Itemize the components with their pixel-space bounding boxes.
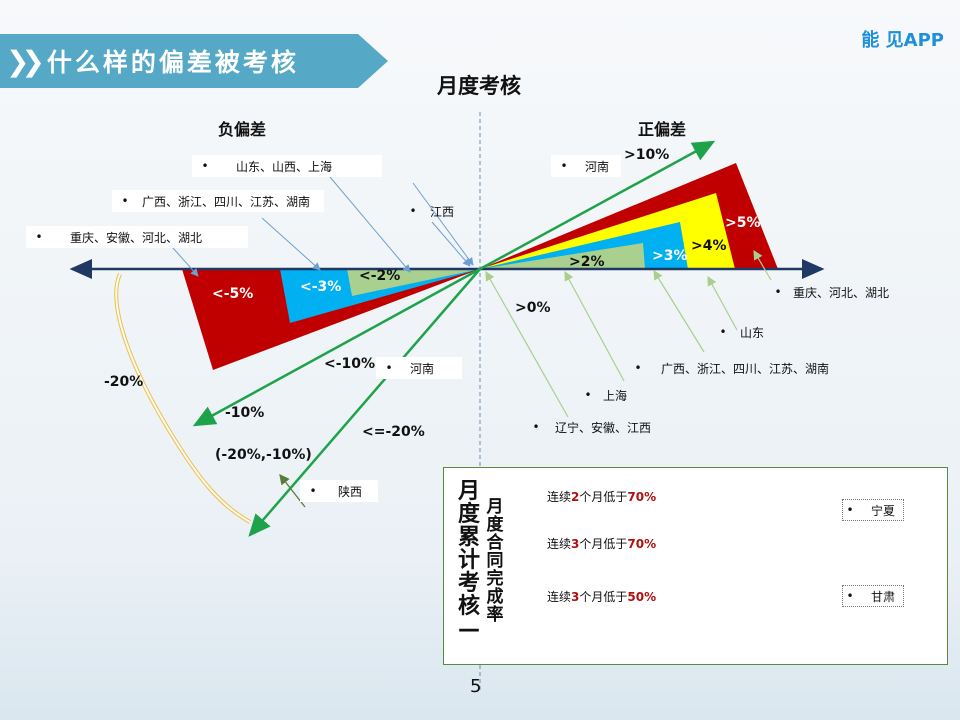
page-title: 月度考核 [437, 74, 521, 98]
negative-deviation-heading: 负偏差 [218, 120, 267, 139]
band-pos-2 [480, 243, 645, 269]
section-title-banner: ❯❯ 什么样的偏差被考核 [0, 34, 388, 88]
band-neg-2 [347, 269, 480, 296]
section-title: 什么样的偏差被考核 [46, 48, 299, 77]
target-gansu: •甘肃 [842, 585, 904, 607]
label-neg20: -20% [104, 374, 144, 390]
label-neg3: <-3% [300, 279, 342, 295]
tag-neg-guangxi: •广西、浙江、四川、江苏、湖南 [112, 190, 324, 212]
label-gt5: >5% [725, 215, 761, 231]
tag-pos-liaoning: •辽宁、安徽、江西 [532, 420, 652, 435]
tag-pos-shandong: •山东 [719, 325, 765, 340]
label-gt4: >4% [691, 238, 727, 254]
tag-pos-henan: •河南 [551, 155, 621, 177]
rule-2: 连续3个月低于70% [547, 537, 657, 551]
tag-neg-jiangxi: •江西 [409, 204, 455, 219]
tag-pos-guangxi: •广西、浙江、四川、江苏、湖南 [634, 361, 830, 376]
label-gt0: >0% [515, 300, 551, 316]
cumulative-subtitle: 月度合同完成率 [486, 497, 504, 625]
target-ningxia: •宁夏 [842, 499, 904, 521]
label-neg2: <-2% [359, 268, 401, 284]
band-neg-3 [280, 269, 480, 323]
tag-neg-henan: •河南 [376, 357, 462, 379]
arrow-neg10 [192, 267, 481, 427]
tag-neg-shandong: •山东、山西、上海 [192, 155, 382, 177]
page-number: 5 [470, 676, 482, 697]
label-lt-neg10: <-10% [324, 356, 376, 372]
label-le-neg20: <=-20% [362, 424, 425, 440]
cumulative-title: 月度累计考核— [457, 479, 480, 642]
tag-neg-chongqing: •重庆、安徽、河北、湖北 [26, 226, 248, 248]
label-neg5: <-5% [212, 286, 254, 302]
tag-pos-shanghai: •上海 [584, 388, 628, 403]
label-neg10: -10% [225, 405, 265, 421]
label-gt10: >10% [624, 147, 670, 163]
label-gt3: >3% [652, 248, 688, 264]
band-neg-5 [182, 269, 480, 370]
rule-1: 连续2个月低于70% [547, 490, 657, 504]
rule-3: 连续3个月低于50% [547, 590, 657, 604]
brand-logo: 能 见APP [861, 30, 944, 51]
tag-neg-shaanxi: •陕西 [300, 480, 378, 502]
arrow-gt10 [479, 140, 716, 271]
cumulative-assessment-box: 月度累计考核— 月度合同完成率 连续2个月低于70% 连续3个月低于70% 连续… [443, 467, 948, 665]
positive-deviation-heading: 正偏差 [638, 120, 687, 139]
tag-pos-chongqing: •重庆、河北、湖北 [774, 285, 890, 300]
label-range: (-20%,-10%) [215, 447, 312, 463]
label-gt2: >2% [569, 254, 605, 270]
arrow-neg20 [248, 268, 481, 537]
